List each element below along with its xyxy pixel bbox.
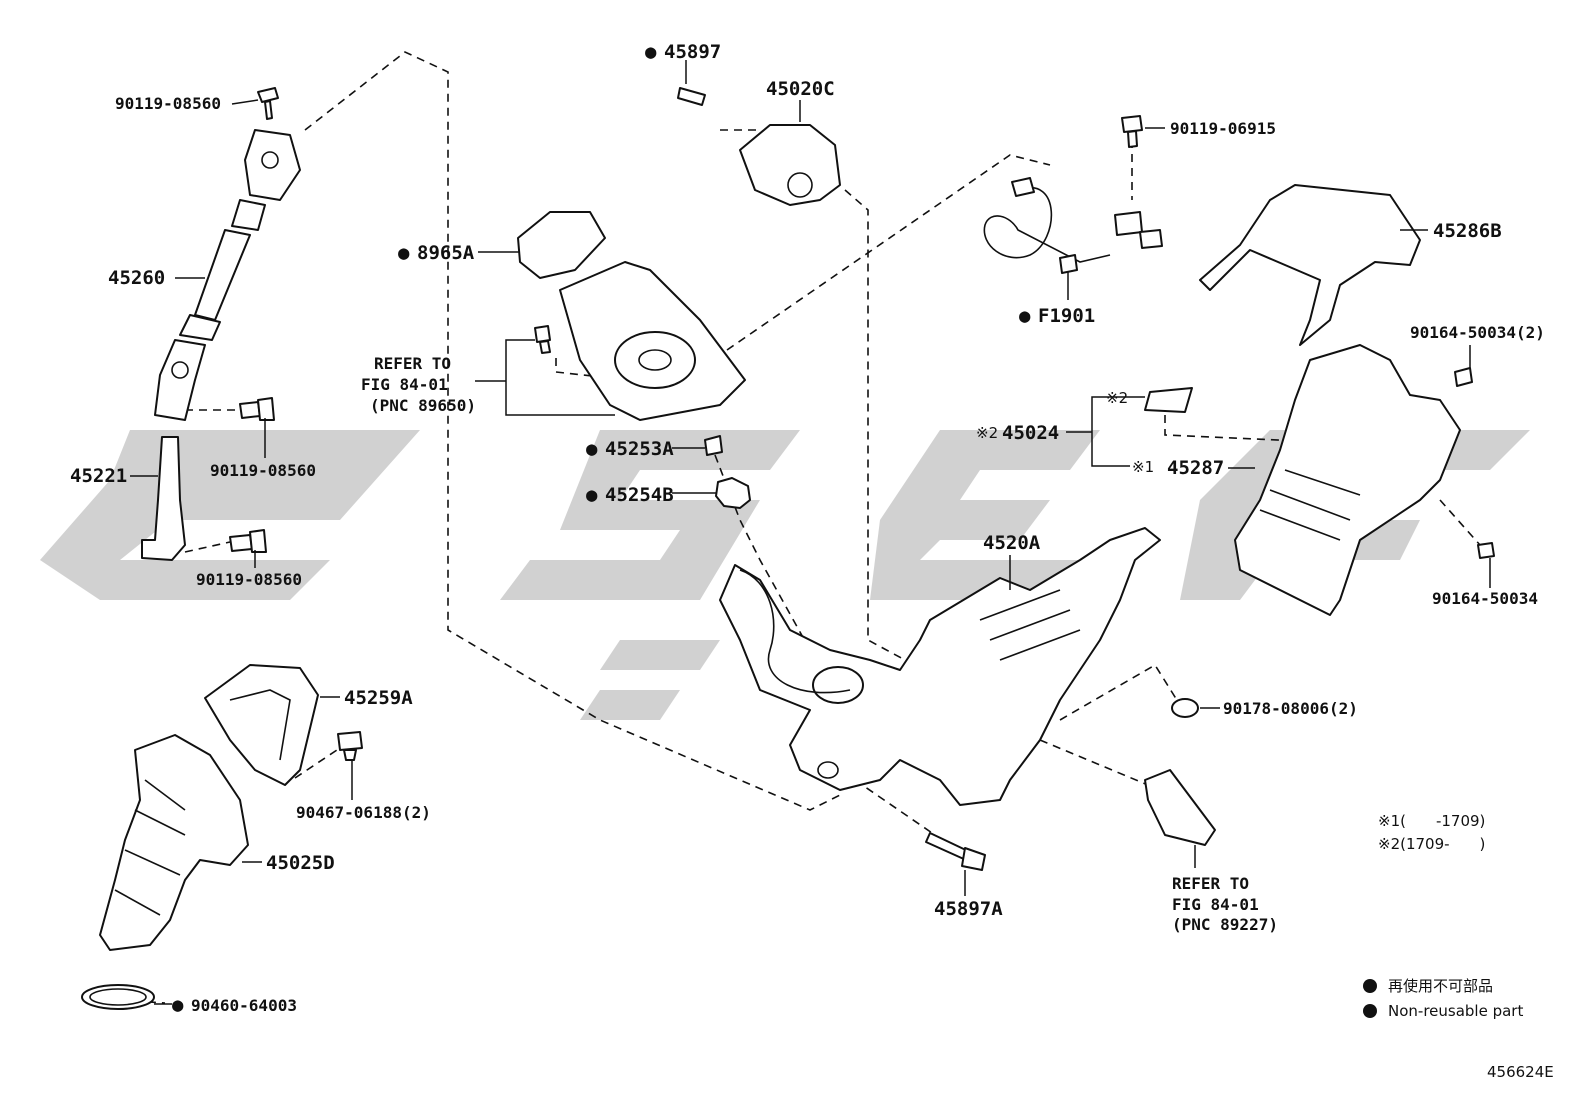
cover-45287 — [1234, 344, 1461, 616]
legend-jp-text: 再使用不可部品 — [1388, 977, 1493, 995]
non-reusable-mark: ● — [172, 994, 184, 1016]
label-45253A: 45253A — [605, 438, 674, 460]
non-reusable-mark: ● — [1019, 305, 1031, 327]
label-8965A: 8965A — [417, 242, 475, 264]
boot-45025D — [99, 734, 249, 951]
note-2: ※2(1709- ) — [1378, 835, 1485, 853]
label-45287: 45287 — [1167, 457, 1224, 479]
legend-en-text: Non-reusable part — [1388, 1002, 1523, 1020]
legend: 再使用不可部品 Non-reusable part — [1363, 977, 1523, 1020]
label-45020C: 45020C — [766, 78, 835, 100]
label-45897A: 45897A — [934, 898, 1003, 920]
note-1: ※1( -1709) — [1378, 812, 1485, 830]
label-90119-08560-top: 90119-08560 — [115, 94, 221, 113]
cover-8965A — [517, 211, 606, 279]
bolt-45897A — [925, 832, 986, 871]
label-45286B: 45286B — [1433, 220, 1502, 242]
note-key: ※1( -1709) ※2(1709- ) — [1378, 812, 1485, 853]
legend-dot-en — [1363, 1004, 1377, 1018]
label-90119-06915: 90119-06915 — [1170, 119, 1276, 138]
label-45024 — [1144, 387, 1193, 413]
bolt-refer-89650 — [534, 325, 551, 354]
clip-45253A — [704, 435, 723, 456]
nut-90178-08006 — [1171, 698, 1199, 718]
label-90119-08560-low: 90119-08560 — [196, 570, 302, 589]
clip-90467-06188 — [337, 731, 363, 761]
label-45259A: 45259A — [344, 687, 413, 709]
non-reusable-mark: ● — [586, 438, 598, 460]
cover-45259A — [204, 664, 319, 786]
non-reusable-mark: ● — [586, 484, 598, 506]
refer-line-3: (PNC 89227) — [1172, 915, 1278, 934]
refer-line-1: REFER TO — [374, 354, 451, 373]
label-45254B-group: ● 45254B — [586, 484, 674, 506]
bolt-90119-06915 — [1121, 115, 1143, 148]
label-90467-06188: 90467-06188(2) — [296, 803, 431, 822]
refer-note-89227: REFER TO FIG 84-01 (PNC 89227) — [1172, 874, 1278, 934]
refer-line-2: FIG 84-01 — [1172, 895, 1259, 914]
label-4520A: 4520A — [983, 532, 1041, 554]
clamp-90460-64003 — [81, 984, 155, 1010]
label-45254B: 45254B — [605, 484, 674, 506]
label-8965A-group: ● 8965A — [398, 242, 475, 264]
part-labels: 90119-08560 45260 45221 90119-08560 9011… — [70, 41, 1554, 1081]
label-90460-64003: 90460-64003 — [191, 996, 297, 1015]
cover-45286B — [1199, 184, 1421, 346]
label-F1901: F1901 — [1038, 305, 1095, 327]
label-45897-group: ● 45897 — [645, 41, 721, 63]
bolt-90119-08560-top — [257, 87, 279, 120]
bolt-90119-08560-low — [229, 529, 267, 553]
screw-90164-50034 — [1477, 542, 1495, 559]
legend-dot-jp — [1363, 979, 1377, 993]
label-45221: 45221 — [70, 465, 127, 487]
label-90460-64003-group: ● 90460-64003 — [172, 994, 297, 1016]
ecu-refer-89227 — [1144, 769, 1216, 846]
label-45024: 45024 — [1002, 422, 1059, 444]
label-90164-50034-2: 90164-50034(2) — [1410, 323, 1545, 342]
label-45024-group: ※2 45024 — [976, 422, 1059, 444]
intermediate-shaft-45260 — [154, 129, 301, 421]
label-45260: 45260 — [108, 267, 165, 289]
non-reusable-mark: ● — [645, 41, 657, 63]
refer-line-3: (PNC 89650) — [370, 396, 476, 415]
label-45897: 45897 — [664, 41, 721, 63]
screw-90164-50034-2 — [1454, 367, 1473, 387]
refer-line-1: REFER TO — [1172, 874, 1249, 893]
harness-F1901 — [983, 177, 1163, 274]
bolt-45897 — [677, 87, 706, 106]
refer-note-89650: REFER TO FIG 84-01 (PNC 89650) — [361, 354, 476, 415]
bolt-90119-08560-mid — [239, 397, 275, 421]
label-45025D: 45025D — [266, 852, 335, 874]
label-90164-50034: 90164-50034 — [1432, 589, 1538, 608]
figure-id: 456624E — [1487, 1063, 1554, 1081]
leader-lines — [130, 60, 1491, 1005]
lock-45020C — [739, 124, 841, 206]
label-90178-08006: 90178-08006(2) — [1223, 699, 1358, 718]
note-mark-1-tag: ※1 — [1132, 458, 1154, 476]
note-mark-2: ※2 — [976, 424, 998, 442]
note-mark-2-tag: ※2 — [1106, 389, 1128, 407]
label-F1901-group: ● F1901 — [1019, 305, 1095, 327]
label-45253A-group: ● 45253A — [586, 438, 674, 460]
refer-line-2: FIG 84-01 — [361, 375, 448, 394]
shaft-45221 — [141, 436, 186, 561]
non-reusable-mark: ● — [398, 242, 410, 264]
label-90119-08560-mid: 90119-08560 — [210, 461, 316, 480]
switch-housing — [559, 261, 746, 421]
gear-45254B — [715, 477, 751, 509]
column-4520A — [719, 527, 1161, 806]
